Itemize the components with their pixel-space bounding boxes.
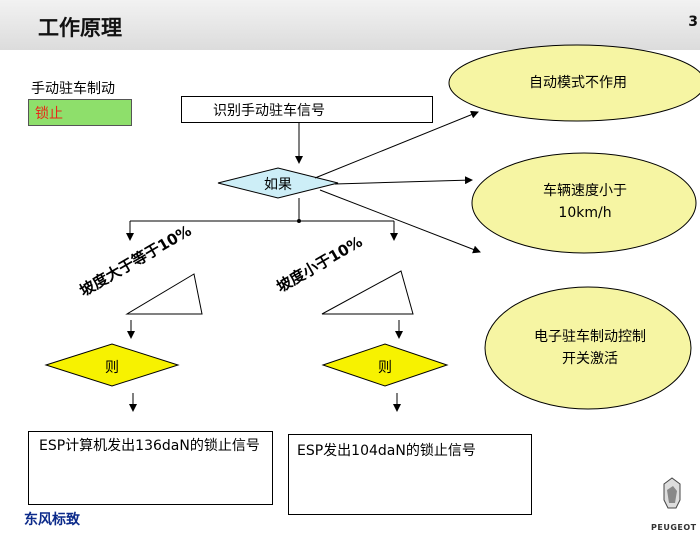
condition-speed-line1: 车辆速度小于: [543, 183, 627, 199]
condition-switch-line1: 电子驻车制动控制: [534, 329, 646, 345]
ellipse-auto-mode: [448, 44, 700, 122]
diamond-then-right: [321, 343, 449, 387]
ellipse-speed: [471, 152, 697, 254]
slope-triangle-left: [125, 273, 203, 315]
lock-state-badge: 锁止: [28, 99, 132, 126]
page-number: 3: [688, 14, 698, 30]
condition-speed: 车辆速度小于 10km/h: [490, 180, 680, 224]
then-left-label: 则: [105, 360, 119, 376]
condition-speed-line2: 10km/h: [558, 205, 612, 221]
peugeot-lion-icon: [663, 477, 681, 509]
arrow-if-to-speed: [334, 176, 473, 185]
slope-triangle-right: [321, 270, 414, 315]
arrow-if-to-switch: [319, 189, 481, 254]
then-right-label: 则: [378, 360, 392, 376]
footer-logo-text: PEUGEOT: [651, 523, 697, 532]
result-right-box: ESP发出104daN的锁止信号: [288, 434, 532, 515]
arrow-if-to-auto: [314, 110, 479, 179]
footer-brand: 东风标致: [24, 512, 80, 528]
condition-switch: 电子驻车制动控制 开关激活: [495, 326, 685, 370]
page-title: 工作原理: [38, 16, 122, 40]
condition-auto-mode: 自动模式不作用: [529, 75, 627, 91]
if-label: 如果: [264, 177, 292, 193]
diamond-if: [217, 167, 339, 199]
left-panel-title: 手动驻车制动: [31, 81, 115, 97]
condition-switch-line2: 开关激活: [562, 351, 618, 367]
header-bar: 工作原理 3: [0, 0, 700, 50]
ellipse-switch: [484, 286, 692, 410]
diamond-then-left: [44, 343, 180, 387]
result-left-box: ESP计算机发出136daN的锁止信号: [28, 431, 273, 505]
identify-signal-box: 识别手动驻车信号: [181, 96, 433, 123]
